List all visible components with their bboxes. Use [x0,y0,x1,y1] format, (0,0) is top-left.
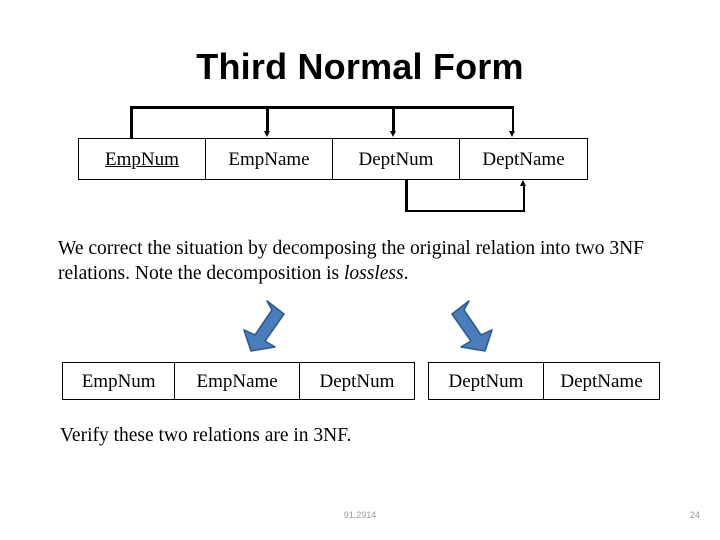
attribute-cell-deptnum: DeptNum [333,139,460,179]
fd-transitive-source-stem [405,180,408,212]
verify-paragraph: Verify these two relations are in 3NF. [60,425,352,446]
footer-page-number: 24 [689,510,700,520]
fd-transitive-rail [405,209,525,212]
fd-primary-stem-deptnum [392,106,395,133]
employee-attribute-cell-deptnum: DeptNum [300,363,414,399]
footer-course-code: 91.2914 [343,510,377,520]
page-title: Third Normal Form [196,46,524,87]
employee-attribute-cell-empnum: EmpNum [63,363,176,399]
department-attribute-label-deptnum: DeptNum [448,370,524,392]
fd-primary-arrowhead-empname [263,131,270,137]
decomposition-arrow-right [451,300,493,352]
employee-relation-table: EmpNum EmpName DeptNum [62,362,415,400]
attribute-cell-deptname: DeptName [460,139,587,179]
attribute-label-deptnum: DeptNum [358,148,434,170]
attribute-cell-empnum: EmpNum [79,139,206,179]
decomposition-text-emphasis: lossless [343,263,404,284]
original-relation-table: EmpNum EmpName DeptNum DeptName [78,138,588,180]
department-attribute-cell-deptname: DeptName [544,363,659,399]
fd-primary-rail [130,106,514,109]
fd-primary-arrowhead-deptnum [389,131,396,137]
decomposition-paragraph: We correct the situation by decomposing … [58,236,666,286]
employee-attribute-cell-empname: EmpName [175,363,300,399]
fd-primary-stem-deptname [511,106,514,133]
decomposition-text-lead: We correct the situation by decomposing … [58,238,645,284]
employee-attribute-label-empname: EmpName [196,370,278,392]
employee-attribute-label-deptnum: DeptNum [319,370,395,392]
fd-transitive-target-stem [522,185,525,212]
department-attribute-cell-deptnum: DeptNum [429,363,544,399]
department-relation-table: DeptNum DeptName [428,362,660,400]
employee-attribute-label-empnum: EmpNum [81,370,156,392]
department-attribute-label-deptname: DeptName [560,370,643,392]
attribute-label-deptname: DeptName [482,148,565,170]
fd-transitive-arrowhead [520,180,526,186]
decomposition-arrow-left [243,300,285,352]
fd-primary-stem-empname [266,106,269,133]
attribute-label-empnum: EmpNum [105,148,179,170]
attribute-cell-empname: EmpName [206,139,333,179]
decomposition-text-tail: . [403,263,409,284]
attribute-label-empname: EmpName [228,148,310,170]
fd-primary-source-stem [130,106,133,138]
fd-primary-arrowhead-deptname [509,131,515,137]
